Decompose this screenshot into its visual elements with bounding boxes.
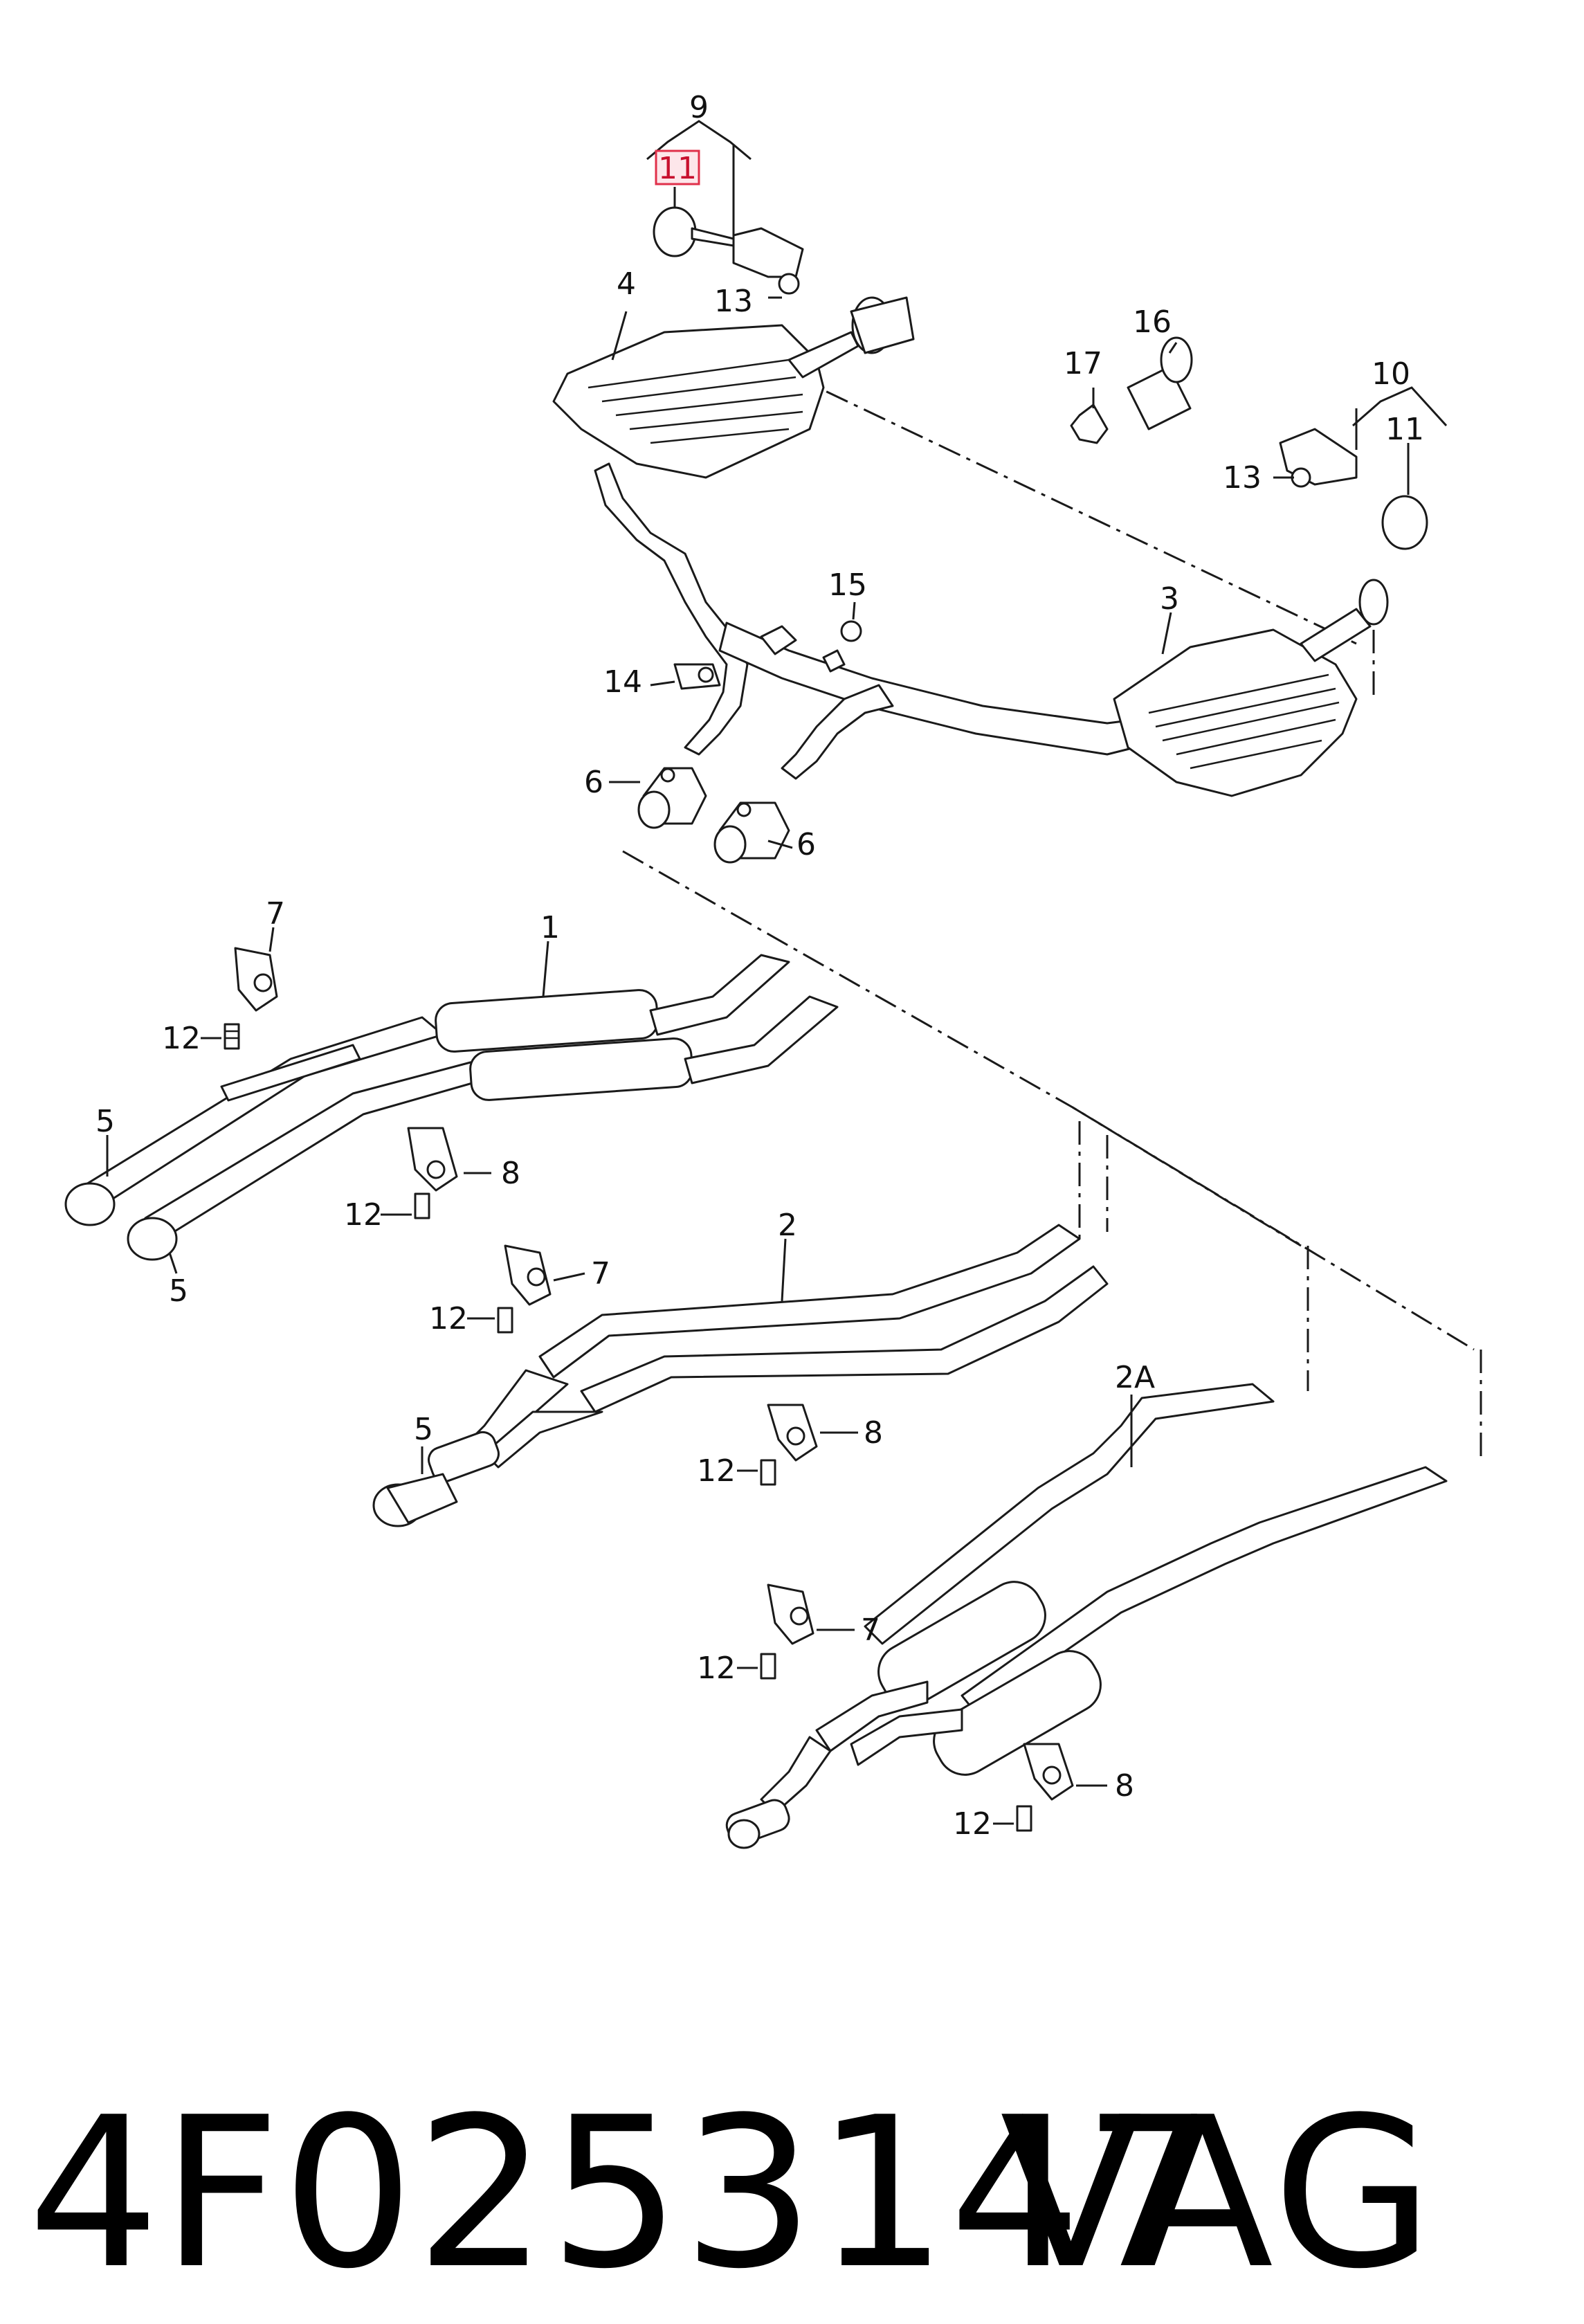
bolt-12-e: [760, 1653, 776, 1680]
callout-13-right: 13: [1223, 460, 1262, 496]
hanger-7-b: [504, 1244, 552, 1306]
nut-15: [840, 620, 862, 642]
crossover-pipe: [718, 621, 1136, 780]
bracket-14: [673, 663, 721, 690]
callout-2: 2: [778, 1208, 797, 1243]
footer: 4F0253147 VAG: [28, 2090, 1564, 2318]
hanger-bracket-right: [1279, 428, 1428, 550]
front-pipe-assembly-2: [372, 1224, 1109, 1527]
hanger-8-c: [1023, 1743, 1074, 1801]
callout-9: 9: [689, 90, 709, 125]
tailpipe-tip: [1070, 336, 1193, 444]
callout-12-c: 12: [429, 1301, 468, 1336]
callout-3: 3: [1160, 581, 1179, 617]
callout-7-c: 7: [861, 1613, 880, 1648]
brand-name: VAG: [1000, 2073, 1437, 2314]
callout-8-a: 8: [501, 1156, 520, 1191]
callout-14: 14: [603, 664, 642, 700]
callout-12-b: 12: [344, 1197, 383, 1233]
front-pipe-assembly-1: [64, 954, 839, 1261]
callout-11-right: 11: [1385, 412, 1424, 447]
part-number: 4F0253147: [28, 2073, 1217, 2314]
callout-1: 1: [540, 910, 560, 945]
callout-17: 17: [1064, 346, 1102, 381]
clamp-left: [637, 767, 707, 829]
callout-11-highlight: [655, 149, 700, 185]
callout-6-left: 6: [584, 765, 603, 800]
callout-15: 15: [828, 568, 867, 603]
callout-labels: 9 11 13 4 16 17 10 11 13 15 3 14 6 6 7 1…: [95, 90, 1424, 1842]
callout-16: 16: [1133, 305, 1172, 340]
bolt-12-d: [760, 1459, 776, 1486]
callout-12-f: 12: [953, 1806, 992, 1842]
callout-7-b: 7: [591, 1256, 610, 1291]
callout-6-right: 6: [796, 827, 816, 862]
callout-5-b: 5: [169, 1273, 188, 1309]
hanger-7-c: [767, 1583, 814, 1645]
hanger-8-a: [407, 1127, 458, 1192]
rear-muffler-right: [1113, 579, 1389, 797]
callout-7-a: 7: [266, 896, 285, 932]
callout-5-a: 5: [95, 1104, 115, 1139]
clamp-right: [713, 801, 790, 864]
leader-lines: [106, 120, 1448, 1825]
hanger-8-b: [767, 1404, 818, 1462]
callout-8-b: 8: [864, 1415, 883, 1451]
bolt-12-b: [414, 1192, 430, 1219]
hanger-bracket-left: [653, 206, 804, 295]
front-pipe-assembly-2A: [725, 1383, 1448, 1849]
bolt-12-a: [224, 1023, 240, 1050]
callout-5-c: 5: [414, 1412, 433, 1447]
callout-12-d: 12: [697, 1453, 736, 1489]
callout-2A: 2A: [1115, 1360, 1155, 1395]
bolt-12-f: [1016, 1805, 1032, 1832]
callout-12-a: 12: [162, 1021, 201, 1056]
callout-13-top: 13: [714, 284, 753, 319]
rear-muffler-left: [552, 296, 915, 479]
callout-10: 10: [1372, 356, 1410, 392]
callout-12-e: 12: [697, 1651, 736, 1686]
hanger-7-a: [234, 947, 278, 1012]
callout-11-top: 11: [658, 151, 697, 186]
callout-8-c: 8: [1115, 1768, 1134, 1804]
tailpipe-section-left: [594, 462, 749, 756]
callout-4: 4: [617, 266, 636, 302]
assembly-guide-lines: [622, 372, 1482, 1460]
bolt-12-c: [497, 1307, 513, 1334]
